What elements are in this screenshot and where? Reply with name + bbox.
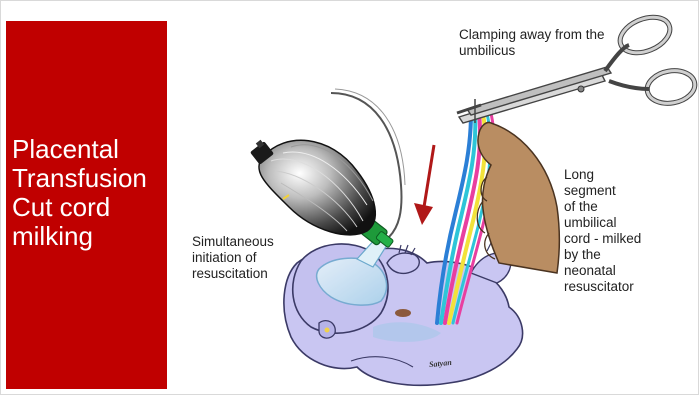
umbilical-stump bbox=[395, 309, 411, 317]
baby bbox=[284, 243, 523, 385]
label-line: umbilical bbox=[564, 215, 641, 231]
label-line: Long bbox=[564, 167, 641, 183]
label-line: of the bbox=[564, 199, 641, 215]
resuscitation-bag bbox=[250, 140, 375, 235]
label-line: umbilicus bbox=[459, 43, 605, 59]
label-line: segment bbox=[564, 183, 641, 199]
label-line: cord - milked bbox=[564, 231, 641, 247]
label-line: initiation of bbox=[192, 250, 274, 266]
downward-arrow bbox=[414, 145, 434, 225]
label-line: resuscitation bbox=[192, 266, 274, 282]
label-line: resuscitator bbox=[564, 279, 641, 295]
label-line: Simultaneous bbox=[192, 234, 274, 250]
long-segment-label: Long segment of the umbilical cord - mil… bbox=[564, 167, 641, 295]
label-line: neonatal bbox=[564, 263, 641, 279]
label-line: Clamping away from the bbox=[459, 27, 605, 43]
ear-detail bbox=[325, 328, 330, 333]
clamping-label: Clamping away from the umbilicus bbox=[459, 27, 605, 59]
resuscitator-hand bbox=[477, 122, 559, 273]
resuscitation-label: Simultaneous initiation of resuscitation bbox=[192, 234, 274, 282]
label-line: by the bbox=[564, 247, 641, 263]
